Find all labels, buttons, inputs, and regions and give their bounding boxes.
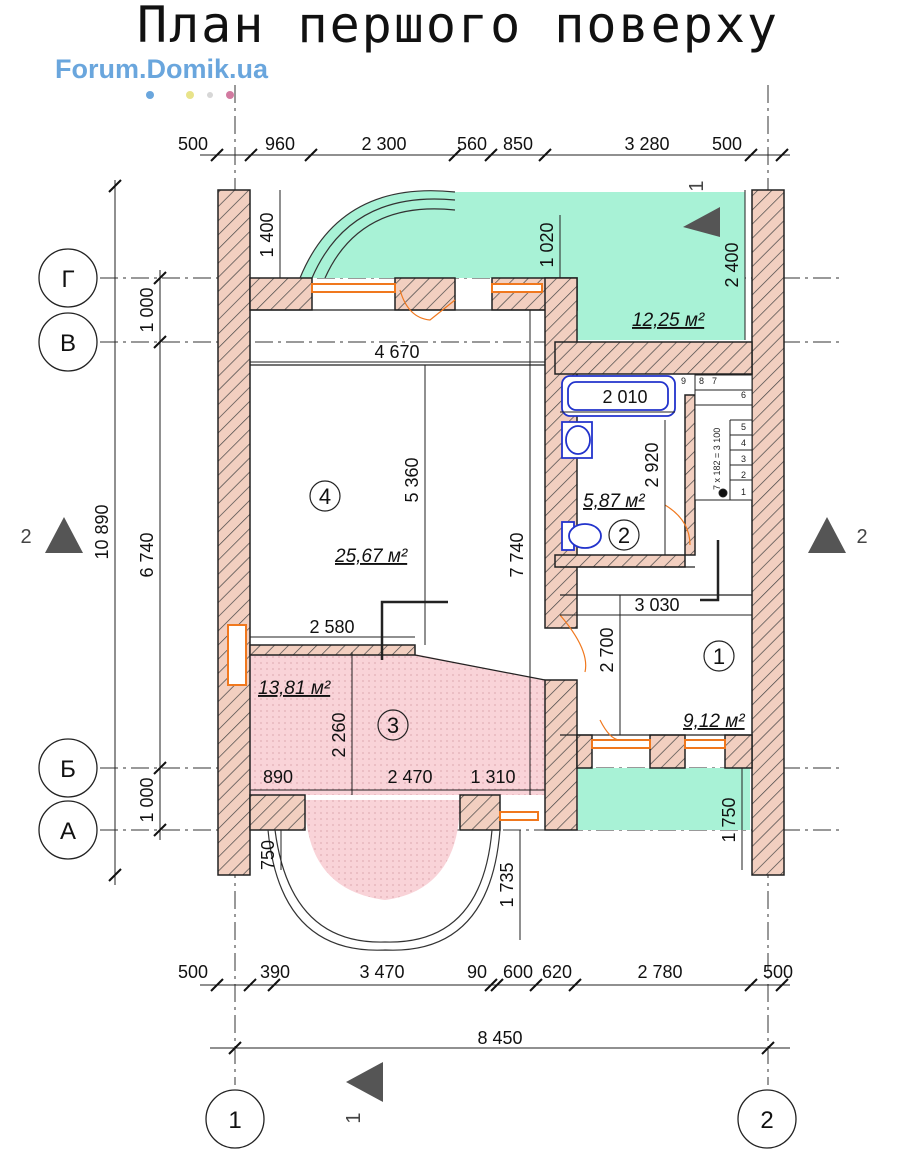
room-4-area: 25,67 м² (334, 546, 408, 567)
svg-text:2: 2 (760, 1107, 773, 1134)
terrace-area: 12,25 м² (632, 310, 705, 331)
svg-text:390: 390 (260, 962, 290, 982)
svg-text:600: 600 (503, 962, 533, 982)
room-1-number: 1 (713, 644, 725, 669)
svg-text:960: 960 (265, 134, 295, 154)
dims-bottom: 500 390 3 470 90 600 620 2 780 500 8 450 (178, 962, 793, 1048)
svg-text:1: 1 (741, 487, 746, 497)
svg-text:Г: Г (62, 266, 75, 293)
svg-text:3 280: 3 280 (624, 134, 669, 154)
svg-text:1 310: 1 310 (470, 767, 515, 787)
svg-text:2 700: 2 700 (597, 627, 617, 672)
svg-text:4: 4 (741, 438, 746, 448)
svg-text:2 580: 2 580 (309, 617, 354, 637)
svg-text:850: 850 (503, 134, 533, 154)
svg-text:7: 7 (712, 376, 717, 386)
svg-text:2: 2 (856, 526, 867, 548)
svg-text:А: А (60, 818, 76, 845)
room-3-area: 13,81 м² (258, 678, 331, 699)
section-markers (45, 207, 846, 1102)
svg-text:10 890: 10 890 (92, 504, 112, 559)
svg-text:2: 2 (20, 526, 31, 548)
svg-text:750: 750 (258, 840, 278, 870)
svg-text:1: 1 (228, 1107, 241, 1134)
room-2-number: 2 (618, 523, 630, 548)
svg-text:1 000: 1 000 (137, 777, 157, 822)
svg-text:2 010: 2 010 (602, 387, 647, 407)
svg-text:Б: Б (60, 756, 76, 783)
terrace-zones (300, 190, 750, 830)
svg-text:500: 500 (712, 134, 742, 154)
dims-top: 500 960 2 300 560 850 3 280 500 (178, 134, 742, 154)
svg-text:3: 3 (741, 454, 746, 464)
svg-text:5: 5 (741, 422, 746, 432)
svg-text:6 740: 6 740 (137, 532, 157, 577)
section-labels: 2 2 1 1 (20, 180, 867, 1123)
room-3-number: 3 (387, 713, 399, 738)
svg-text:1 400: 1 400 (257, 212, 277, 257)
room-4-number: 4 (319, 484, 331, 509)
dims-interior: 1 400 1 020 2 400 4 670 5 360 7 740 2 01… (257, 212, 742, 907)
svg-text:90: 90 (467, 962, 487, 982)
svg-text:5 360: 5 360 (402, 457, 422, 502)
svg-text:6: 6 (741, 390, 746, 400)
svg-text:2: 2 (741, 470, 746, 480)
stair-step-numbers: 1 2 3 4 5 6 7 8 9 7 x 182 = 3 100 (681, 376, 746, 497)
svg-text:7 x 182 = 3 100: 7 x 182 = 3 100 (712, 428, 722, 490)
room-labels: 1 9,12 м² 2 5,87 м² 3 13,81 м² 4 25,67 м… (258, 310, 745, 741)
windows (227, 283, 726, 821)
svg-text:1 000: 1 000 (137, 287, 157, 332)
svg-text:2 400: 2 400 (722, 242, 742, 287)
room-3-fill (250, 652, 545, 900)
room-2-area: 5,87 м² (583, 491, 645, 512)
svg-text:3 470: 3 470 (359, 962, 404, 982)
stair (694, 374, 753, 501)
dimension-lines (114, 154, 790, 1049)
svg-text:620: 620 (542, 962, 572, 982)
svg-text:2 300: 2 300 (361, 134, 406, 154)
svg-text:3 030: 3 030 (634, 595, 679, 615)
svg-text:500: 500 (178, 134, 208, 154)
site-logo: Forum.Domik.ua (55, 54, 269, 84)
sanitary-fixtures (561, 375, 676, 551)
svg-text:8 450: 8 450 (477, 1028, 522, 1048)
room-outlines (250, 309, 752, 736)
svg-text:500: 500 (763, 962, 793, 982)
room-1-area: 9,12 м² (683, 711, 745, 732)
svg-text:560: 560 (457, 134, 487, 154)
svg-text:В: В (60, 330, 76, 357)
porch-arcs (267, 190, 501, 951)
dimension-ticks (108, 148, 789, 1055)
svg-text:2 920: 2 920 (642, 442, 662, 487)
svg-text:4 670: 4 670 (374, 342, 419, 362)
svg-text:7 740: 7 740 (507, 532, 527, 577)
axis-labels: Г В Б А 1 2 (60, 266, 774, 1134)
logo-dots (146, 91, 234, 99)
dims-left: 10 890 6 740 1 000 1 000 (92, 287, 157, 822)
svg-text:9: 9 (681, 376, 686, 386)
svg-text:1 735: 1 735 (497, 862, 517, 907)
walls (217, 189, 785, 876)
svg-text:1: 1 (343, 1112, 365, 1123)
svg-text:1 750: 1 750 (719, 797, 739, 842)
svg-text:1: 1 (686, 180, 708, 191)
svg-text:1 020: 1 020 (537, 222, 557, 267)
svg-text:890: 890 (263, 767, 293, 787)
svg-text:2 260: 2 260 (329, 712, 349, 757)
door-swings (399, 289, 691, 741)
svg-text:2 780: 2 780 (637, 962, 682, 982)
page-title: План першого поверху (137, 0, 779, 54)
svg-text:500: 500 (178, 962, 208, 982)
axis-markers (38, 248, 797, 1149)
svg-text:8: 8 (699, 376, 704, 386)
svg-text:2 470: 2 470 (387, 767, 432, 787)
